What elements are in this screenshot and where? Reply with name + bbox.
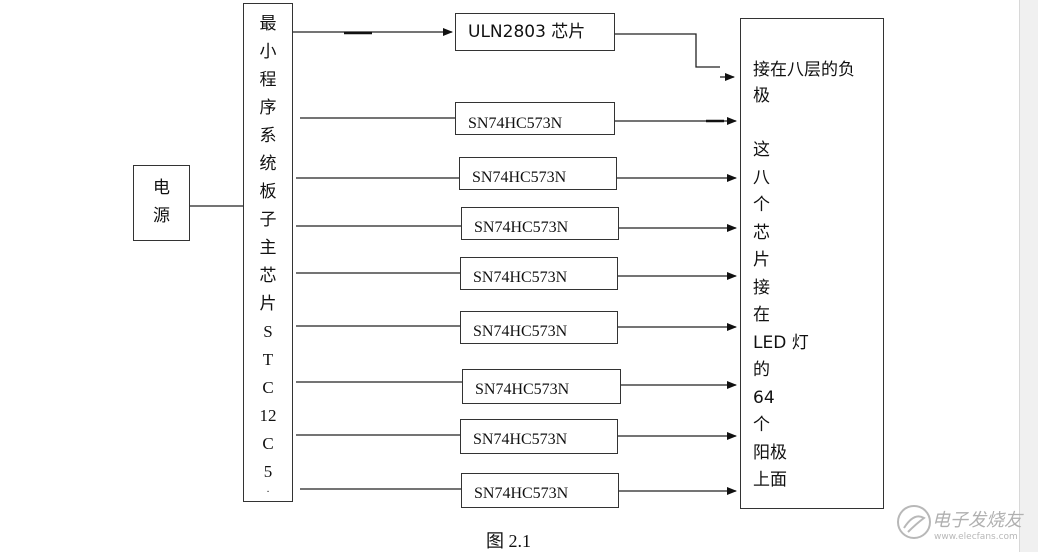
mcu-char: T bbox=[262, 350, 274, 369]
mcu-char: 统 bbox=[259, 154, 277, 174]
target-char: 在 bbox=[753, 305, 770, 325]
chip-7-label: SN74HC573N bbox=[473, 431, 568, 448]
target-top-line-2: 极 bbox=[753, 86, 770, 106]
chip-1-label: SN74HC573N bbox=[468, 115, 563, 132]
uln2803-box: ULN2803 芯片 bbox=[455, 13, 615, 51]
target-char: 的 bbox=[753, 360, 770, 380]
power-supply-box: 电 源 bbox=[133, 165, 190, 241]
target-char: 片 bbox=[753, 250, 770, 270]
target-char: 接 bbox=[753, 277, 770, 298]
chip-4-label: SN74HC573N bbox=[473, 269, 568, 286]
target-char: 上面 bbox=[753, 470, 787, 490]
watermark-logo-icon bbox=[897, 505, 931, 539]
figure-caption: 图 2.1 bbox=[486, 531, 531, 551]
chip-8-box: SN74HC573N bbox=[461, 473, 619, 508]
chip-5-box: SN74HC573N bbox=[460, 311, 618, 344]
watermark-url: www.elecfans.com bbox=[934, 532, 1018, 542]
chip-1-box: SN74HC573N bbox=[455, 102, 615, 135]
uln-to-target-line bbox=[614, 33, 720, 68]
mcu-char: 小 bbox=[259, 42, 277, 62]
led-cube-target-box: 接在八层的负 极 这 八 个 芯 片 接 在 LED 灯 的 64 个 阳极 上… bbox=[740, 18, 884, 509]
mcu-char: 芯 bbox=[259, 266, 277, 286]
mcu-char: 片 bbox=[259, 294, 277, 314]
mcu-char: 系 bbox=[259, 126, 277, 146]
chip-4-box: SN74HC573N bbox=[460, 257, 618, 290]
target-char: 这 bbox=[753, 140, 770, 160]
target-char: 个 bbox=[753, 195, 770, 215]
mcu-char: 板 bbox=[259, 182, 277, 202]
target-char: 芯 bbox=[753, 222, 770, 243]
target-char: 阳极 bbox=[753, 442, 787, 463]
mcu-char: 子 bbox=[259, 210, 277, 230]
mcu-char: 序 bbox=[259, 98, 277, 118]
watermark-text: 电子发烧友 bbox=[932, 510, 1022, 531]
mcu-char: 12 bbox=[259, 406, 277, 425]
chip-2-box: SN74HC573N bbox=[459, 157, 617, 190]
chip-7-box: SN74HC573N bbox=[460, 419, 618, 454]
target-char: 八 bbox=[753, 167, 770, 188]
target-top-line-1: 接在八层的负 bbox=[753, 60, 855, 80]
power-char-1: 电 bbox=[153, 178, 170, 198]
chip-6-label: SN74HC573N bbox=[475, 381, 570, 398]
chip-2-label: SN74HC573N bbox=[472, 169, 567, 186]
mcu-char: S bbox=[263, 322, 273, 341]
mcu-board-box: 最 小 程 序 系 统 板 子 主 芯 片 S T C 12 C 5 · bbox=[243, 3, 293, 502]
chip-5-label: SN74HC573N bbox=[473, 323, 568, 340]
mcu-char: · bbox=[266, 487, 270, 498]
target-char: LED 灯 bbox=[753, 332, 809, 353]
window-scrollbar[interactable] bbox=[1019, 0, 1038, 552]
mcu-char: C bbox=[262, 378, 274, 397]
power-char-2: 源 bbox=[153, 206, 170, 226]
mcu-char: 程 bbox=[259, 70, 277, 90]
chip-3-label: SN74HC573N bbox=[474, 219, 569, 236]
mcu-char: 主 bbox=[259, 238, 277, 258]
target-char: 64 bbox=[753, 387, 775, 408]
mcu-char: C bbox=[262, 434, 274, 453]
chip-6-box: SN74HC573N bbox=[462, 369, 621, 404]
chip-8-label: SN74HC573N bbox=[474, 485, 569, 502]
watermark: 电子发烧友 www.elecfans.com bbox=[894, 500, 1022, 550]
target-char: 个 bbox=[753, 415, 770, 435]
chip-3-box: SN74HC573N bbox=[461, 207, 619, 240]
mcu-char: 最 bbox=[259, 14, 277, 34]
uln2803-label: ULN2803 芯片 bbox=[468, 22, 586, 42]
mcu-char: 5 bbox=[263, 462, 273, 481]
